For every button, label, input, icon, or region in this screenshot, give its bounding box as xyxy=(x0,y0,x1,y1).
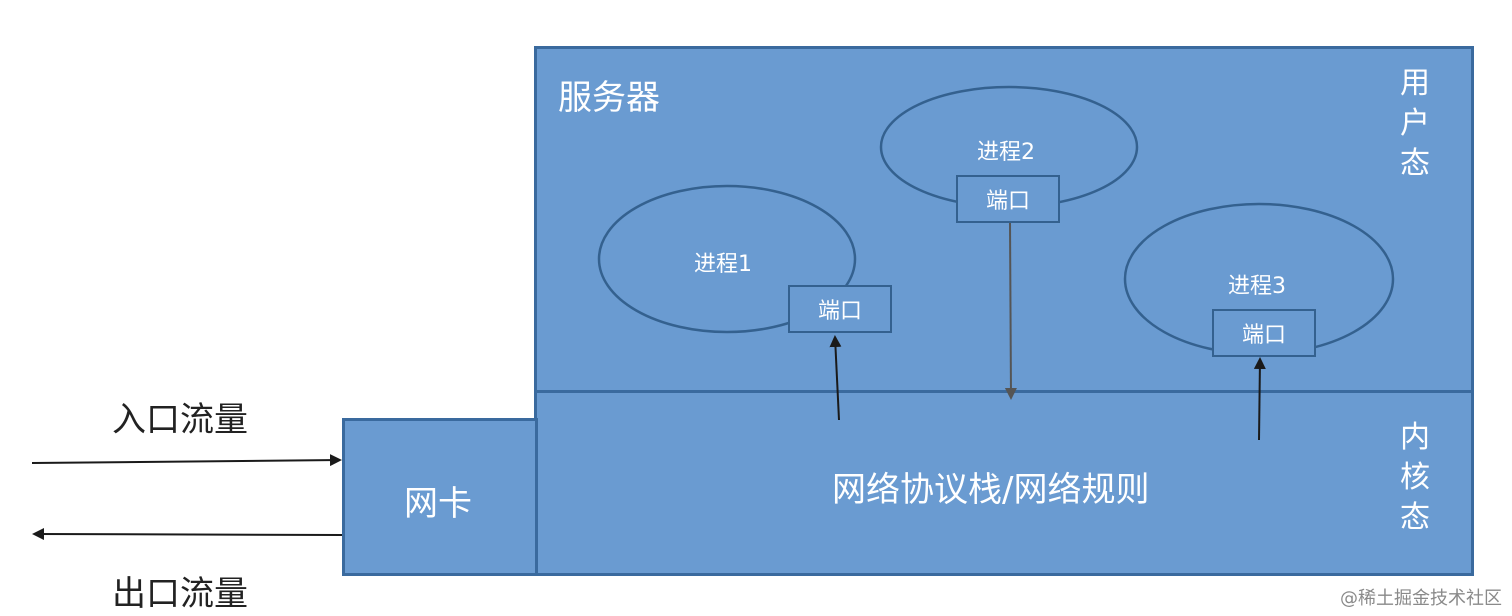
nic-label: 网卡 xyxy=(404,484,472,524)
process-1-label: 进程1 xyxy=(694,252,752,277)
process-2-port: 端口 xyxy=(956,175,1060,223)
process-3-label: 进程3 xyxy=(1228,274,1286,299)
process-1-port: 端口 xyxy=(788,285,892,333)
inbound-traffic-label: 入口流量 xyxy=(112,400,248,440)
process-3-port: 端口 xyxy=(1212,309,1316,357)
process-2-label: 进程2 xyxy=(977,140,1035,165)
arrow-port-2-to-kernel xyxy=(1004,221,1017,400)
nic-box xyxy=(342,418,538,576)
network-stack-label: 网络协议栈/网络规则 xyxy=(832,470,1150,510)
arrow-kernel-to-port-3 xyxy=(1253,357,1266,441)
kernel-space-label: 内核态 xyxy=(1400,420,1430,535)
server-kernel-box xyxy=(534,390,1474,576)
inbound-traffic-arrow xyxy=(31,454,342,467)
arrow-kernel-to-port-1 xyxy=(829,335,842,421)
user-space-label: 用户态 xyxy=(1400,66,1430,181)
watermark: @稀土掘金技术社区 xyxy=(1340,588,1502,609)
outbound-traffic-label: 出口流量 xyxy=(112,574,248,614)
outbound-traffic-arrow xyxy=(32,528,343,541)
server-title: 服务器 xyxy=(558,78,660,118)
